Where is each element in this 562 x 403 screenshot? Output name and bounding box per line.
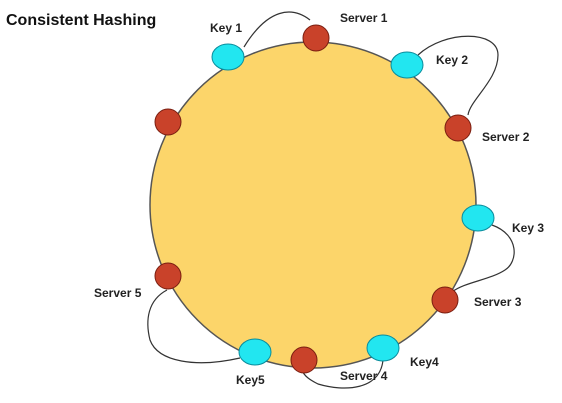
label-key-1: Key 1 <box>210 21 242 35</box>
server-node-3 <box>431 286 459 314</box>
label-server-3: Server 3 <box>474 295 522 309</box>
hash-ring <box>149 41 477 369</box>
connector-key4-server4 <box>301 359 384 389</box>
connector-key1-server1 <box>243 11 311 48</box>
label-key-4: Key4 <box>410 355 439 369</box>
server-node-unlabeled <box>154 108 182 136</box>
server-node-5 <box>154 262 182 290</box>
label-key-3: Key 3 <box>512 221 544 235</box>
key-node-4 <box>366 334 400 362</box>
label-key-2: Key 2 <box>436 53 468 67</box>
diagram-title: Consistent Hashing <box>6 12 157 29</box>
key-node-5 <box>238 338 272 366</box>
key-node-3 <box>461 204 495 232</box>
server-node-2 <box>444 114 472 142</box>
label-server-2: Server 2 <box>482 130 530 144</box>
label-key-5: Key5 <box>236 373 265 387</box>
connector-key2-server2 <box>417 35 499 116</box>
key-node-1 <box>211 43 245 71</box>
connector-key5-server5 <box>147 289 241 364</box>
label-server-4: Server 4 <box>340 369 388 383</box>
label-server-5: Server 5 <box>94 286 142 300</box>
label-server-1: Server 1 <box>340 11 388 25</box>
server-node-1 <box>302 24 330 52</box>
key-node-2 <box>390 51 424 79</box>
connector-key3-server3 <box>451 224 515 293</box>
server-node-4 <box>290 346 318 374</box>
